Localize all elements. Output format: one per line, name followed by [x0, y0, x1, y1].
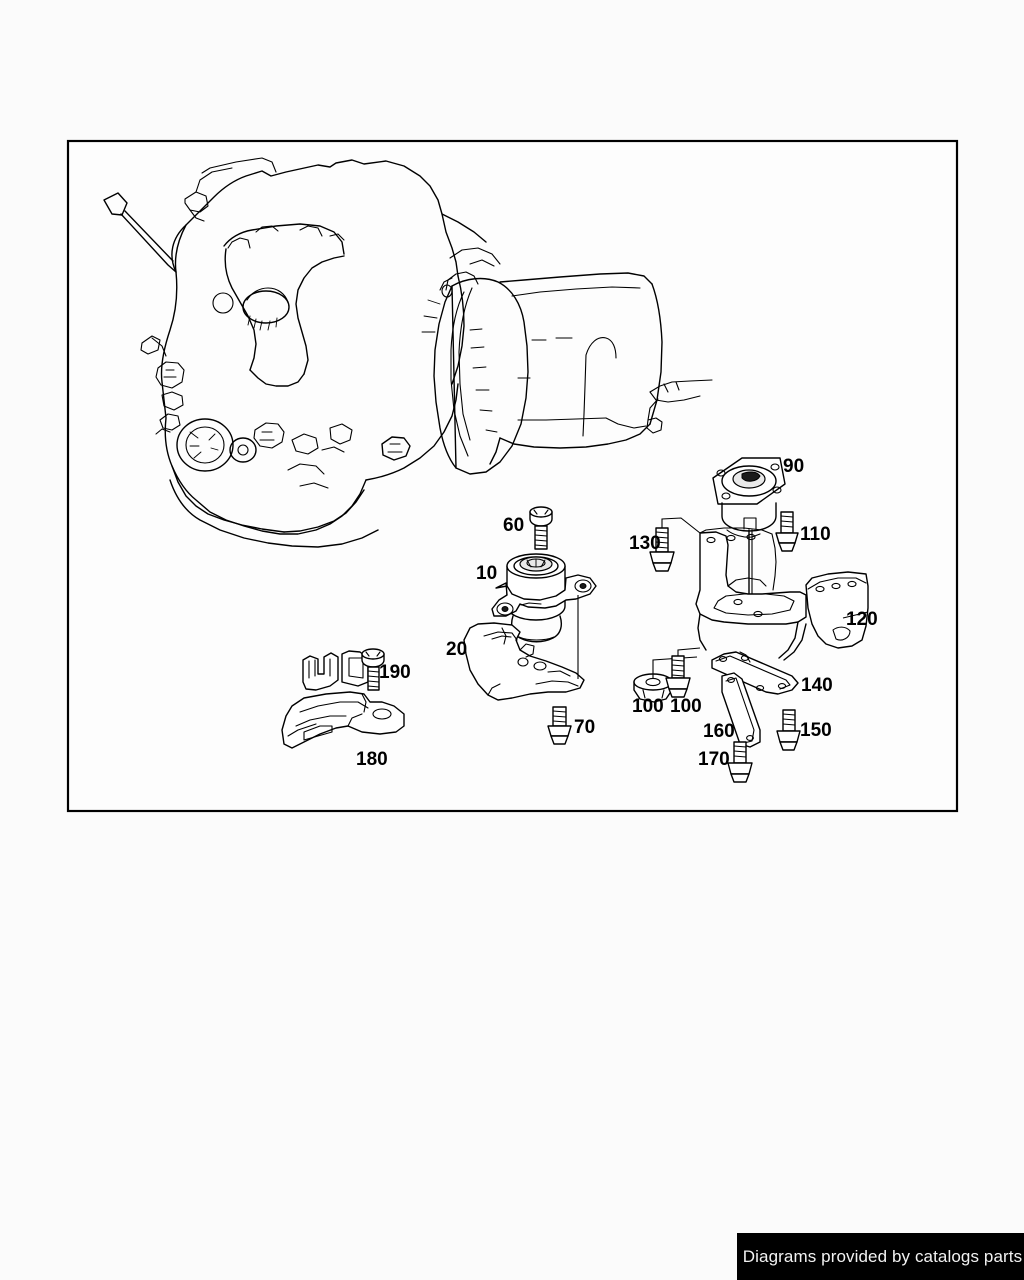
part-60-bolt [529, 506, 553, 550]
watermark-text: Diagrams provided by catalogs parts [742, 1246, 1023, 1266]
callout-140: 140 [801, 675, 833, 696]
part-180-cable-bracket [281, 650, 405, 749]
callout-160: 160 [703, 721, 735, 742]
part-150-bolt [776, 709, 801, 751]
part-70-bolt [547, 706, 572, 745]
callout-20: 20 [446, 639, 468, 660]
transmission-assembly [421, 271, 713, 475]
engine-assembly [103, 157, 501, 548]
part-190-bolt [361, 648, 385, 691]
callout-100-bolt: 100 [670, 696, 702, 717]
callout-90: 90 [783, 456, 805, 477]
watermark-bar: Diagrams provided by catalogs parts [737, 1233, 1024, 1280]
part-10-engine-mount [491, 553, 597, 643]
part-170-bolt [727, 741, 753, 783]
part-130-bolt [649, 517, 701, 572]
part-110-bolt [775, 511, 799, 552]
callout-70: 70 [574, 717, 596, 738]
callout-180: 180 [356, 749, 388, 770]
part-100-collar-bolt [665, 647, 701, 698]
part-20-heat-shield [463, 622, 585, 701]
callout-190: 190 [379, 662, 411, 683]
callout-110: 110 [800, 524, 831, 545]
part-160-link-rod [721, 672, 761, 748]
part-120-crossmember-bracket [695, 527, 869, 661]
callout-150: 150 [800, 720, 832, 741]
part-90-transmission-mount [712, 457, 786, 619]
callout-130: 130 [629, 533, 661, 554]
callout-60: 60 [503, 515, 525, 536]
callout-10: 10 [476, 563, 498, 584]
diagram-frame [66, 139, 959, 813]
callout-120: 120 [846, 609, 878, 630]
callout-100-nut: 100 [632, 696, 664, 717]
callout-170: 170 [698, 749, 730, 770]
